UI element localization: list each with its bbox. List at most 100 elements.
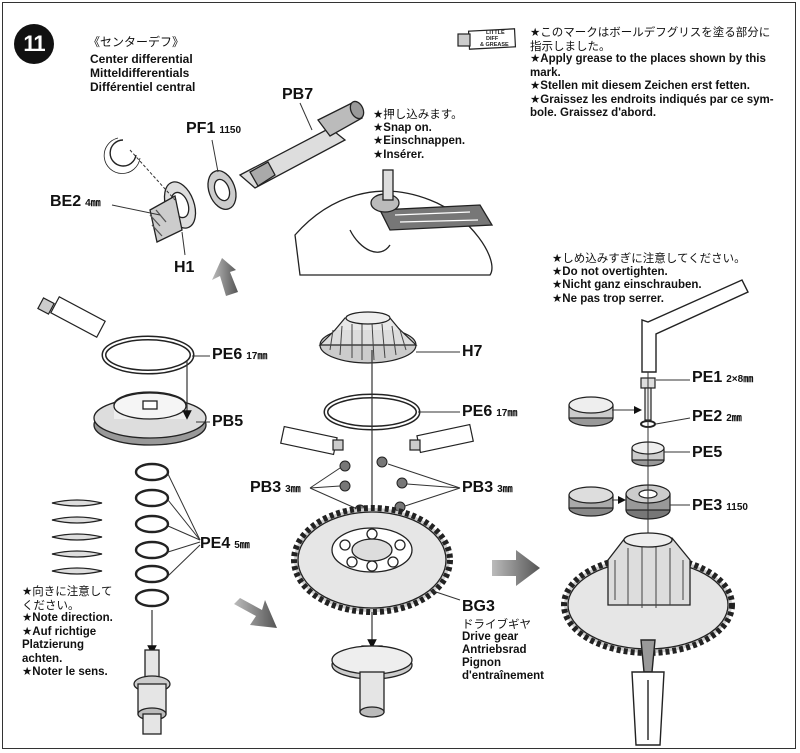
label-pe4-code: PE4 [200, 535, 231, 552]
gear-assembly-right [561, 532, 735, 656]
grease-tube-label-2: DIFF [486, 36, 499, 42]
grease-note-fr-1: ★Graissez les endroits indiqués par ce s… [530, 93, 774, 106]
bg3-name-en: Drive gear [462, 631, 519, 643]
step-number-badge: 11 [14, 24, 54, 64]
tighten-note: ★しめ込みすぎに注意してください。 ★Do not overtighten. ★… [552, 251, 746, 306]
e-ring-be2 [103, 137, 141, 174]
drive-gear-bg3 [291, 505, 453, 615]
label-pe2-size: 2㎜ [726, 413, 742, 424]
direction-note-jp-2: ください。 [22, 597, 80, 612]
shaft-pb7 [238, 100, 365, 189]
direction-note-de-2: Platzierung [22, 639, 84, 651]
title-japanese: 《センターデフ》 [88, 35, 185, 49]
flow-arrow-right [492, 550, 540, 586]
grease-note-fr-2: bole. Graissez d'abord. [530, 107, 657, 119]
label-pb7: PB7 [282, 86, 314, 103]
label-pe6-left-code: PE6 [212, 346, 243, 363]
label-be2-code: BE2 [50, 193, 82, 210]
snap-note-en: ★Snap on. [373, 121, 432, 134]
grease-note-en-1: ★Apply grease to the places shown by thi… [530, 53, 766, 65]
label-h7: H7 [462, 343, 483, 360]
pe4-leaders [167, 473, 201, 577]
title-german: Mitteldifferentials [90, 66, 190, 80]
grease-jar-bottom [568, 486, 614, 517]
grease-tube-icon [457, 28, 517, 50]
tighten-note-en: ★Do not overtighten. [552, 265, 668, 278]
grease-note: ★このマークはボールデフグリスを塗る部分に 指示しました。 ★Apply gre… [530, 25, 774, 121]
label-pe4-size: 5㎜ [234, 540, 250, 551]
assembly-guide-line [129, 149, 176, 201]
o-ring-pe6-left [101, 335, 195, 375]
be2-leader [111, 204, 161, 216]
label-pe2-code: PE2 [692, 408, 723, 425]
grease-tube-label-3: & GREASE [480, 42, 509, 48]
pliers-and-hand [294, 169, 494, 276]
h1-leader [181, 231, 186, 256]
pe2-leader [655, 417, 691, 425]
label-pb5: PB5 [212, 413, 244, 430]
grease-jar-top [568, 396, 614, 427]
bg3-description: ドライブギヤ Drive gear Antriebsrad Pignon d'e… [462, 618, 544, 683]
tighten-note-fr: ★Ne pas trop serrer. [552, 292, 664, 305]
bg3-leader [429, 589, 461, 601]
label-pb3-left-code: PB3 [250, 479, 282, 496]
grease-tube-mid-right [409, 423, 474, 454]
snap-note-jp: ★押し込みます。 [373, 107, 463, 121]
grease-tube-mid-left [280, 425, 344, 456]
bg3-name-de: Antriebsrad [462, 644, 527, 656]
label-pf1-size: 1150 [219, 125, 242, 136]
direction-note-en: ★Note direction. [22, 612, 113, 624]
grease-note-en-2: mark. [530, 66, 561, 79]
label-pf1-code: PF1 [186, 120, 216, 137]
label-pe6-left-size: 17㎜ [246, 351, 268, 362]
pb3-leaders [309, 463, 461, 509]
snap-note-de: ★Einschnappen. [373, 135, 466, 147]
joint-h1 [149, 181, 197, 243]
diff-housing-mid [331, 645, 413, 718]
label-pe1-code: PE1 [692, 369, 723, 386]
label-pe3-size: 1150 [726, 502, 748, 513]
label-pe6-mid-size: 17㎜ [496, 408, 518, 419]
direction-note-fr: ★Noter le sens. [22, 666, 108, 678]
label-pb3-right-size: 3㎜ [497, 484, 513, 495]
bevel-gear-h7 [318, 311, 418, 364]
bearing-pf1 [207, 170, 237, 210]
grease-note-jp-1: ★このマークはボールデフグリスを塗る部分に [530, 25, 771, 39]
label-pb3-left-size: 3㎜ [285, 484, 301, 495]
title-english: Center differential [90, 52, 193, 66]
label-pe5: PE5 [692, 444, 723, 461]
bg3-name-jp: ドライブギヤ [462, 617, 531, 631]
grease-tube-left [37, 296, 106, 338]
snap-note: ★押し込みます。 ★Snap on. ★Einschnappen. ★Insér… [373, 107, 466, 162]
direction-note: ★向きに注意して ください。 ★Note direction. ★Auf ric… [22, 584, 113, 680]
grease-note-de: ★Stellen mit diesem Zeichen erst fetten. [530, 80, 750, 92]
pf1-leader [211, 139, 219, 173]
title-french: Différentiel central [90, 80, 196, 94]
washers-pe4 [134, 462, 170, 608]
direction-note-de-1: ★Auf richtige [22, 625, 97, 638]
tighten-note-jp: ★しめ込みすぎに注意してください。 [552, 251, 746, 265]
grease-note-jp-2: 指示しました。 [530, 38, 611, 53]
washer-direction-diagram [51, 499, 103, 575]
shaft-bottom-left [133, 649, 171, 735]
direction-note-de-3: achten. [22, 652, 63, 665]
bg3-name-fr-1: Pignon [462, 657, 501, 669]
flow-arrow-down-right [234, 598, 277, 628]
tighten-note-de: ★Nicht ganz einschrauben. [552, 279, 702, 291]
label-be2-size: 4㎜ [85, 198, 101, 209]
screwdriver [631, 639, 665, 746]
pb7-leader [299, 102, 313, 131]
hex-wrench [641, 279, 749, 373]
